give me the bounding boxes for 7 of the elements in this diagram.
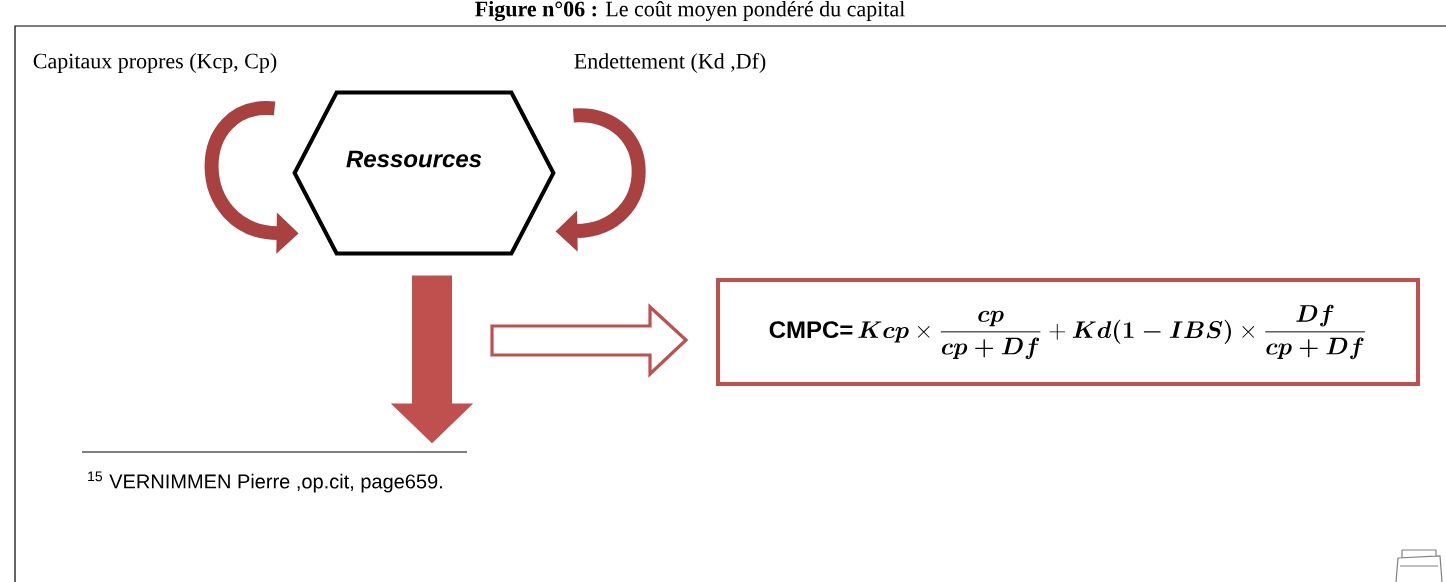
node-label: Capitaux propres (Kcp, Cp) xyxy=(33,53,277,73)
footnote: $^{15}$ VERNIMMEN Pierre ,op.cit, page659. xyxy=(88,471,442,493)
formula-box: CMPC= $\boldsymbol{Kcp}\times\frac{\boldsymbol{cp}}{\boldsymbol{cp+Df}}+\boldsymbol{Kd(1-IBS)}\times\frac{\boldsymbol{Df}}{\boldsymbol{cp+Df}}$ xyxy=(716,278,1420,386)
figure-title: Figure n°06 : Le coût moyen pondéré du capital xyxy=(475,0,905,22)
node-label: Endettement (Kd ,Df) xyxy=(574,52,766,74)
hexagon: Ressources xyxy=(292,90,556,256)
outline-arrow xyxy=(490,303,689,378)
